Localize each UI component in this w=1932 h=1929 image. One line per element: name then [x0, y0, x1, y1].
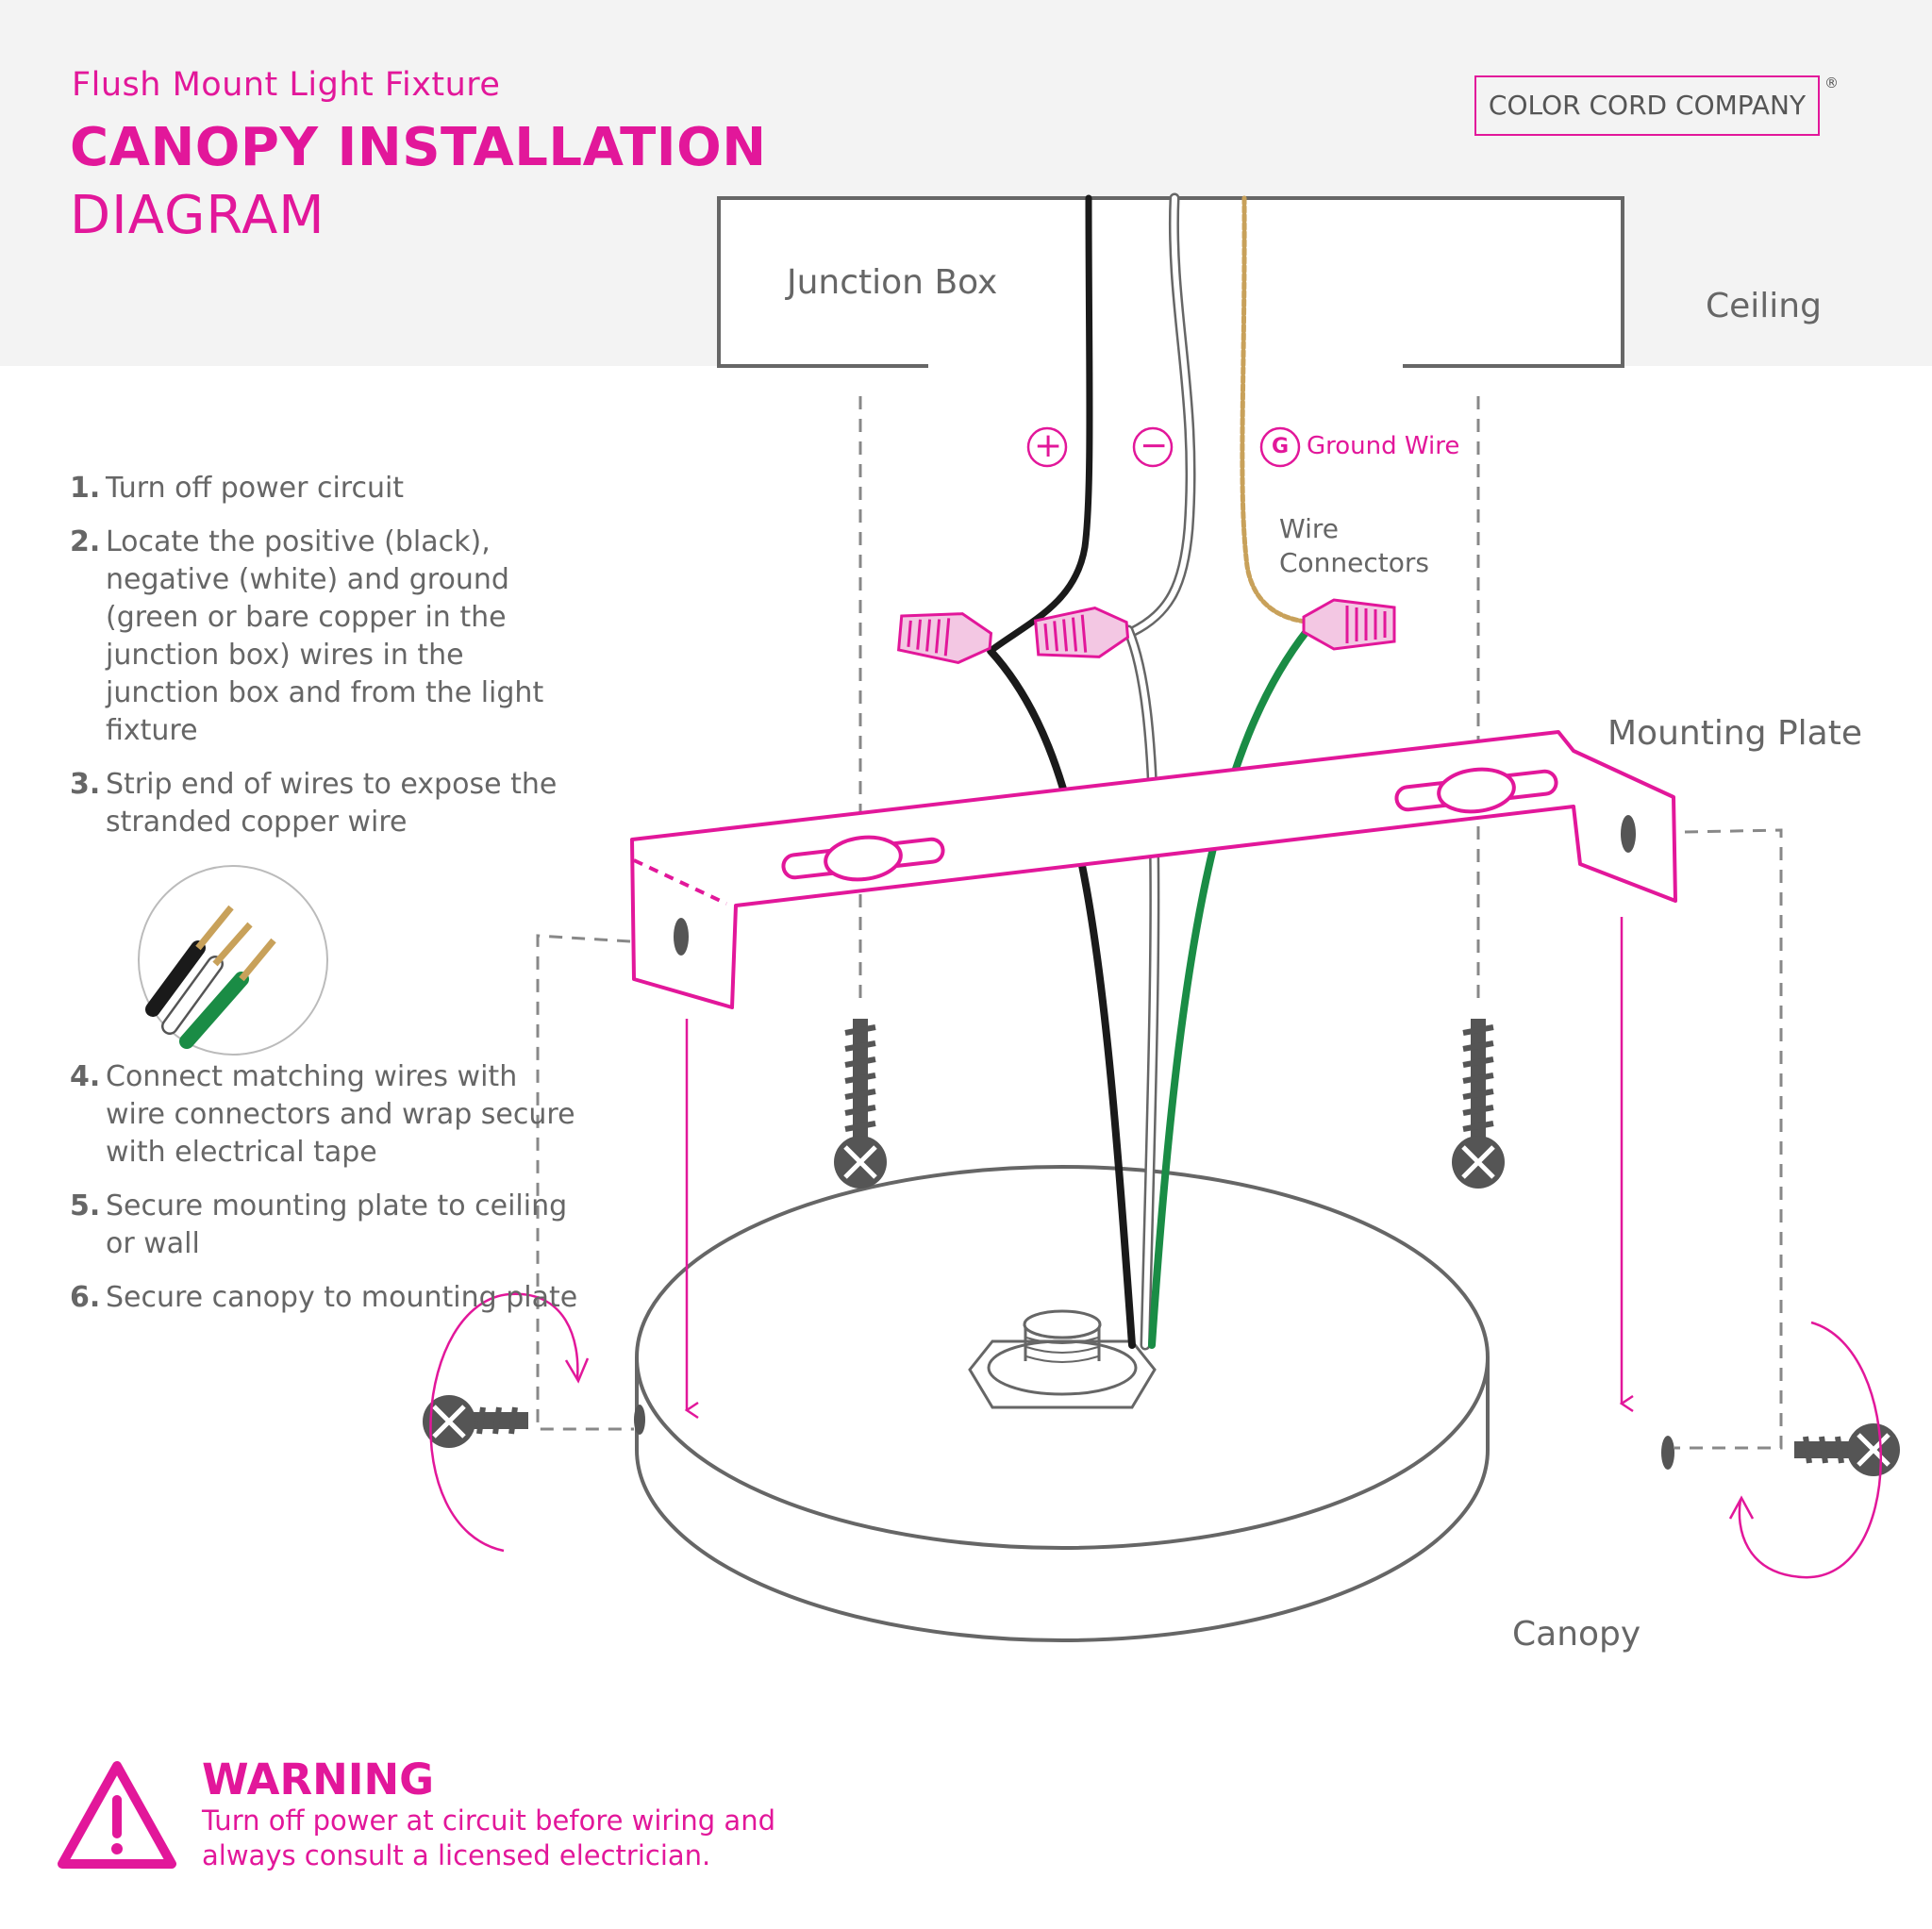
canopy	[634, 1165, 1674, 1642]
page-title: CANOPY INSTALLATION	[70, 117, 767, 178]
wire-symbols	[1026, 426, 1301, 468]
page-title-line2: DIAGRAM	[70, 185, 325, 246]
mounting-plate-label: Mounting Plate	[1607, 714, 1862, 753]
side-screw-left	[423, 1395, 528, 1448]
ceiling-screw-left	[834, 1019, 887, 1189]
stripped-wires-inset	[138, 865, 328, 1056]
negative-symbol: −	[1140, 426, 1169, 465]
step-item: 3.Strip end of wires to expose the stran…	[70, 768, 558, 839]
side-screw-right	[1794, 1423, 1900, 1476]
step-item: 5.Secure mounting plate to ceiling or wa…	[70, 1189, 568, 1260]
warning-triangle-icon	[58, 1761, 176, 1869]
positive-symbol: +	[1034, 426, 1063, 465]
rotation-arrows	[429, 1292, 1882, 1579]
ground-icon	[1259, 426, 1301, 468]
warning-text: Turn off power at circuit before wiring …	[202, 1804, 775, 1871]
mounting-plate	[630, 730, 1677, 1009]
step-item: 1.Turn off power circuit	[70, 472, 405, 505]
subtitle: Flush Mount Light Fixture	[72, 66, 501, 104]
step-item: 2.Locate the positive (black), negative …	[70, 525, 544, 747]
ceiling-screw-right	[1452, 1019, 1505, 1189]
ground-symbol: G	[1272, 435, 1290, 458]
screw-guide-lines	[536, 396, 1783, 1450]
fixture-wires	[987, 624, 1311, 1351]
negative-icon	[1132, 426, 1174, 468]
wire-connectors-label-line2: Connectors	[1279, 547, 1430, 578]
step-item: 4.Connect matching wires with wire conne…	[70, 1060, 575, 1169]
instruction-steps: 1.Turn off power circuit 2.Locate the po…	[70, 470, 579, 1333]
ground-wire-label: Ground Wire	[1307, 432, 1460, 460]
wire-connectors-label-line1: Wire	[1279, 513, 1339, 544]
junction-box-label: Junction Box	[787, 263, 998, 302]
keyhole-slot-left	[781, 835, 945, 882]
positive-icon	[1026, 426, 1068, 468]
keyhole-slot-right	[1394, 767, 1558, 814]
canopy-label: Canopy	[1512, 1615, 1641, 1654]
ceiling-label: Ceiling	[1706, 287, 1822, 325]
alignment-arrows	[684, 917, 1634, 1420]
wire-connectors	[896, 598, 1396, 665]
brand-logo: COLOR CORD COMPANY	[1474, 75, 1820, 136]
warning-title: WARNING	[202, 1754, 435, 1804]
junction-wires	[987, 192, 1324, 655]
canopy-nut	[968, 1309, 1157, 1409]
step-item: 6.Secure canopy to mounting plate	[70, 1281, 578, 1314]
registered-mark: ®	[1824, 75, 1839, 91]
